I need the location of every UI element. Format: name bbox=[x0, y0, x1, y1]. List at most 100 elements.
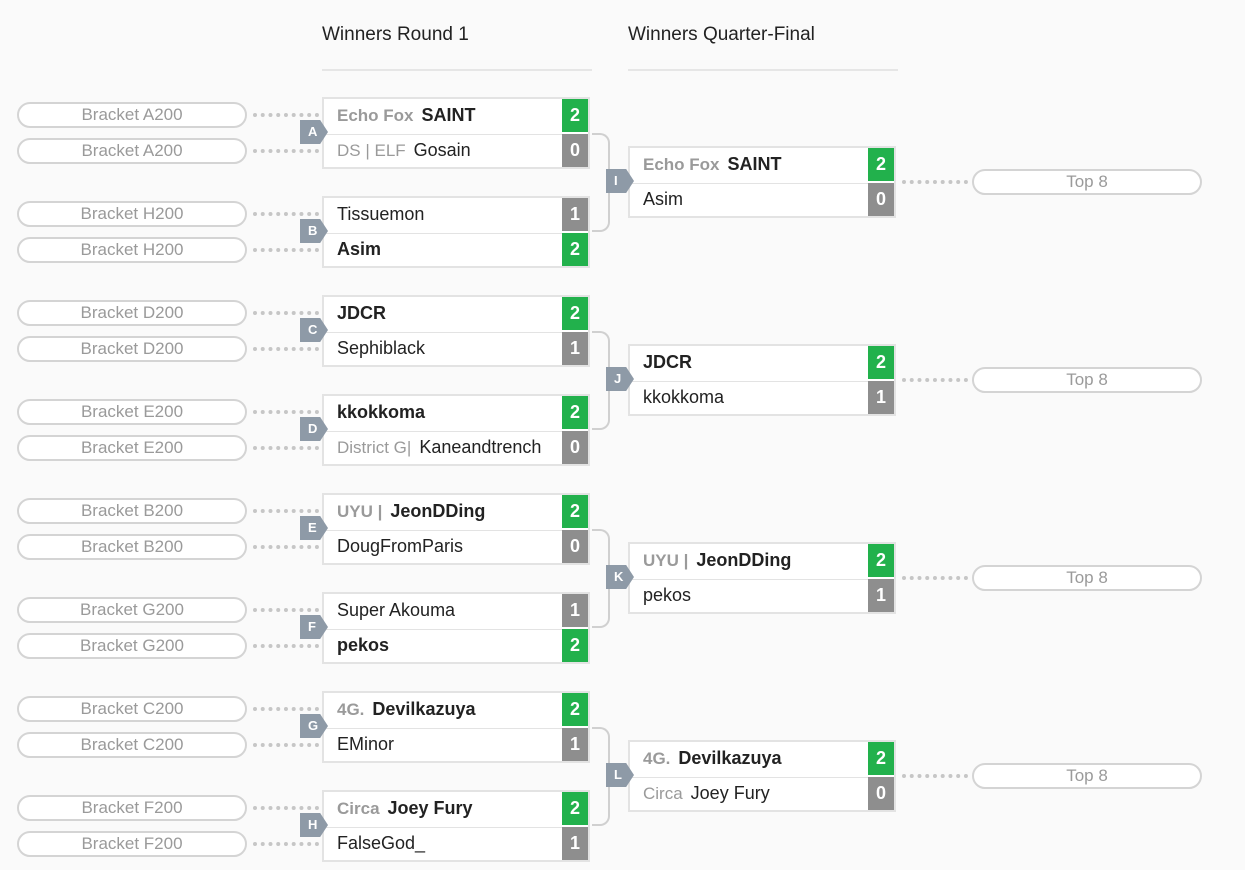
player-score: 1 bbox=[562, 198, 588, 231]
player-score: 2 bbox=[562, 792, 588, 825]
bracket-seed-pill[interactable]: Bracket G200 bbox=[17, 633, 247, 659]
bracket-seed-pill[interactable]: Bracket E200 bbox=[17, 435, 247, 461]
bracket-seed-pill[interactable]: Bracket D200 bbox=[17, 300, 247, 326]
bracket-seed-pill[interactable]: Bracket F200 bbox=[17, 831, 247, 857]
player-entry: UYU |JeonDDing bbox=[643, 544, 791, 577]
seed-connector bbox=[253, 248, 319, 252]
player-entry: Sephiblack bbox=[337, 332, 425, 365]
player-score: 1 bbox=[868, 579, 894, 612]
next-round-connector bbox=[902, 576, 968, 580]
bracket-seed-pill[interactable]: Bracket E200 bbox=[17, 399, 247, 425]
team-prefix: District G| bbox=[337, 438, 412, 457]
player-name: Devilkazuya bbox=[372, 699, 476, 719]
player-row[interactable]: District G| Kaneandtrench 0 bbox=[324, 431, 588, 466]
bracket-seed-pill[interactable]: Bracket C200 bbox=[17, 732, 247, 758]
player-score: 2 bbox=[868, 742, 894, 775]
bracket-seed-pill[interactable]: Bracket D200 bbox=[17, 336, 247, 362]
bracket-seed-pill[interactable]: Bracket G200 bbox=[17, 597, 247, 623]
player-row[interactable]: UYU |JeonDDing 2 bbox=[630, 544, 894, 580]
player-name: Kaneandtrench bbox=[419, 437, 542, 457]
player-score: 1 bbox=[562, 728, 588, 761]
bracket-seed-pill[interactable]: Bracket A200 bbox=[17, 102, 247, 128]
bracket-seed-pill[interactable]: Bracket B200 bbox=[17, 534, 247, 560]
bracket-seed-pill[interactable]: Bracket C200 bbox=[17, 696, 247, 722]
player-row[interactable]: Super Akouma 1 bbox=[324, 594, 588, 630]
player-row[interactable]: FalseGod_1 bbox=[324, 827, 588, 862]
seed-connector bbox=[253, 410, 319, 414]
bracket-seed-pill[interactable]: Bracket H200 bbox=[17, 201, 247, 227]
bracket-seed-pill[interactable]: Bracket B200 bbox=[17, 498, 247, 524]
player-name: pekos bbox=[337, 635, 390, 655]
player-score: 1 bbox=[562, 594, 588, 627]
bracket-seed-pill[interactable]: Bracket F200 bbox=[17, 795, 247, 821]
player-score: 2 bbox=[562, 396, 588, 429]
player-score: 2 bbox=[868, 544, 894, 577]
player-row[interactable]: EMinor 1 bbox=[324, 728, 588, 763]
player-row[interactable]: Tissuemon 1 bbox=[324, 198, 588, 234]
player-entry: Asim bbox=[337, 233, 381, 266]
player-name: JDCR bbox=[643, 352, 693, 372]
bracket-seed-pill[interactable]: Bracket H200 bbox=[17, 237, 247, 263]
player-entry: pekos bbox=[337, 629, 389, 662]
next-round-pill-top-8[interactable]: Top 8 bbox=[972, 763, 1202, 789]
player-entry: Tissuemon bbox=[337, 198, 424, 231]
bracket-seed-pill[interactable]: Bracket A200 bbox=[17, 138, 247, 164]
seed-connector bbox=[253, 149, 319, 153]
player-score: 2 bbox=[562, 693, 588, 726]
player-name: Devilkazuya bbox=[678, 748, 782, 768]
seed-connector bbox=[253, 113, 319, 117]
player-score: 1 bbox=[562, 332, 588, 365]
next-round-pill-top-8[interactable]: Top 8 bbox=[972, 565, 1202, 591]
next-round-pill-top-8[interactable]: Top 8 bbox=[972, 169, 1202, 195]
player-entry: Super Akouma bbox=[337, 594, 455, 627]
player-entry: kkokkoma bbox=[643, 381, 724, 414]
player-name: Tissuemon bbox=[337, 204, 425, 224]
round-header-winners-quarter-final: Winners Quarter-Final bbox=[628, 24, 898, 71]
player-score: 0 bbox=[562, 431, 588, 464]
player-name: EMinor bbox=[337, 734, 395, 754]
player-row[interactable]: Sephiblack 1 bbox=[324, 332, 588, 367]
player-entry: FalseGod_ bbox=[337, 827, 425, 860]
next-round-pill-top-8[interactable]: Top 8 bbox=[972, 367, 1202, 393]
next-round-connector bbox=[902, 378, 968, 382]
player-score: 0 bbox=[868, 777, 894, 810]
player-entry: DougFromParis bbox=[337, 530, 463, 563]
team-prefix: UYU | bbox=[643, 551, 689, 570]
seed-connector bbox=[253, 509, 319, 513]
player-name: FalseGod_ bbox=[337, 833, 426, 853]
